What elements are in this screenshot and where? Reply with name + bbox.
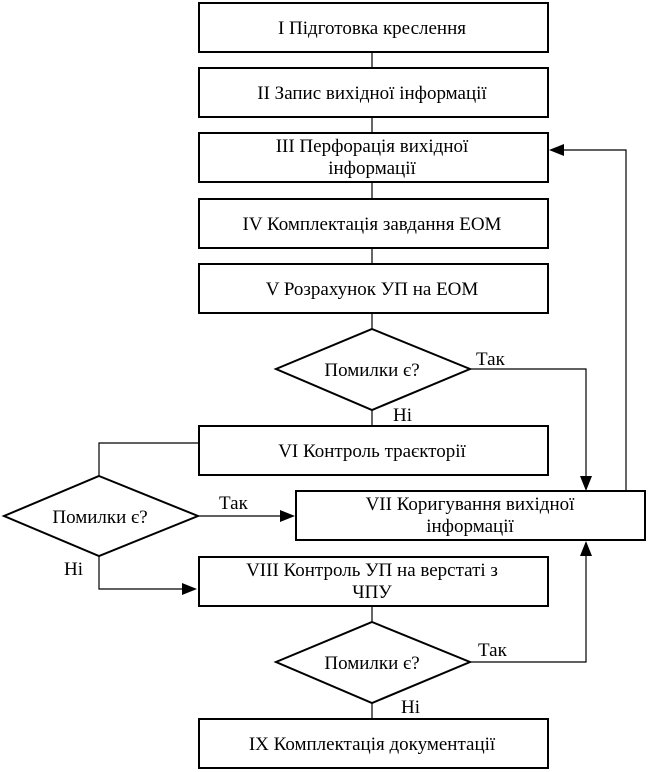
step-7-label-line2: інформації: [426, 516, 514, 537]
step-7-label-line1: VII Коригування вихідної: [366, 494, 576, 515]
decision-1-no-label: Ні: [393, 405, 412, 426]
step-9: IX Комплектація документації: [198, 718, 549, 769]
decision-2-yes-label: Так: [219, 493, 249, 514]
step-6-label: VI Контроль траєкторії: [278, 441, 466, 462]
connector-7-to-3: [562, 149, 627, 491]
connector-6-d2: [98, 442, 199, 476]
step-8-label-line2: ЧПУ: [352, 582, 392, 603]
step-1: I Підготовка креслення: [198, 2, 549, 53]
arrowhead-down: [580, 476, 592, 491]
decision-3: Помилки є? Так Ні: [273, 620, 508, 718]
arrowhead-right: [280, 510, 295, 522]
step-5: V Розрахунок УП на ЕОМ: [198, 263, 549, 314]
connectors: [98, 52, 627, 719]
step-8-label-line1: VIII Контроль УП на верстаті з: [246, 560, 498, 581]
arrowhead-up: [580, 541, 592, 556]
decision-3-label: Помилки є?: [324, 653, 419, 674]
step-4-label: IV Комплектація завдання ЕОМ: [243, 214, 502, 235]
decision-2-label: Помилки є?: [52, 507, 147, 528]
decision-1: Помилки є? Так Ні: [273, 327, 506, 426]
decision-2-no-label: Ні: [64, 559, 83, 580]
arrowhead-right: [182, 583, 197, 595]
connector-d2-no: [98, 556, 184, 590]
step-4: IV Комплектація завдання ЕОМ: [198, 198, 549, 249]
step-3-label-line2: інформації: [328, 158, 416, 179]
step-2-label: II Запис вихідної інформації: [257, 83, 487, 104]
decision-1-label: Помилки є?: [324, 360, 419, 381]
step-8: VIII Контроль УП на верстаті з ЧПУ: [198, 556, 549, 607]
step-3-label-line1: III Перфорація вихідної: [276, 136, 469, 157]
connector-d3-yes: [470, 555, 587, 663]
step-5-label: V Розрахунок УП на ЕОМ: [266, 279, 479, 300]
step-6: VI Контроль траєкторії: [198, 425, 549, 476]
step-9-label: IX Комплектація документації: [249, 734, 496, 755]
step-2: II Запис вихідної інформації: [198, 67, 549, 118]
connector-d1-yes: [470, 368, 587, 480]
decision-2: Помилки є? Так Ні: [1, 474, 249, 580]
step-7: VII Коригування вихідної інформації: [295, 490, 646, 541]
decision-3-no-label: Ні: [401, 697, 420, 718]
arrowhead-left: [549, 144, 564, 156]
decision-3-yes-label: Так: [478, 640, 508, 661]
step-1-label: I Підготовка креслення: [278, 18, 466, 39]
decision-1-yes-label: Так: [476, 349, 506, 370]
step-3: III Перфорація вихідної інформації: [198, 132, 549, 183]
